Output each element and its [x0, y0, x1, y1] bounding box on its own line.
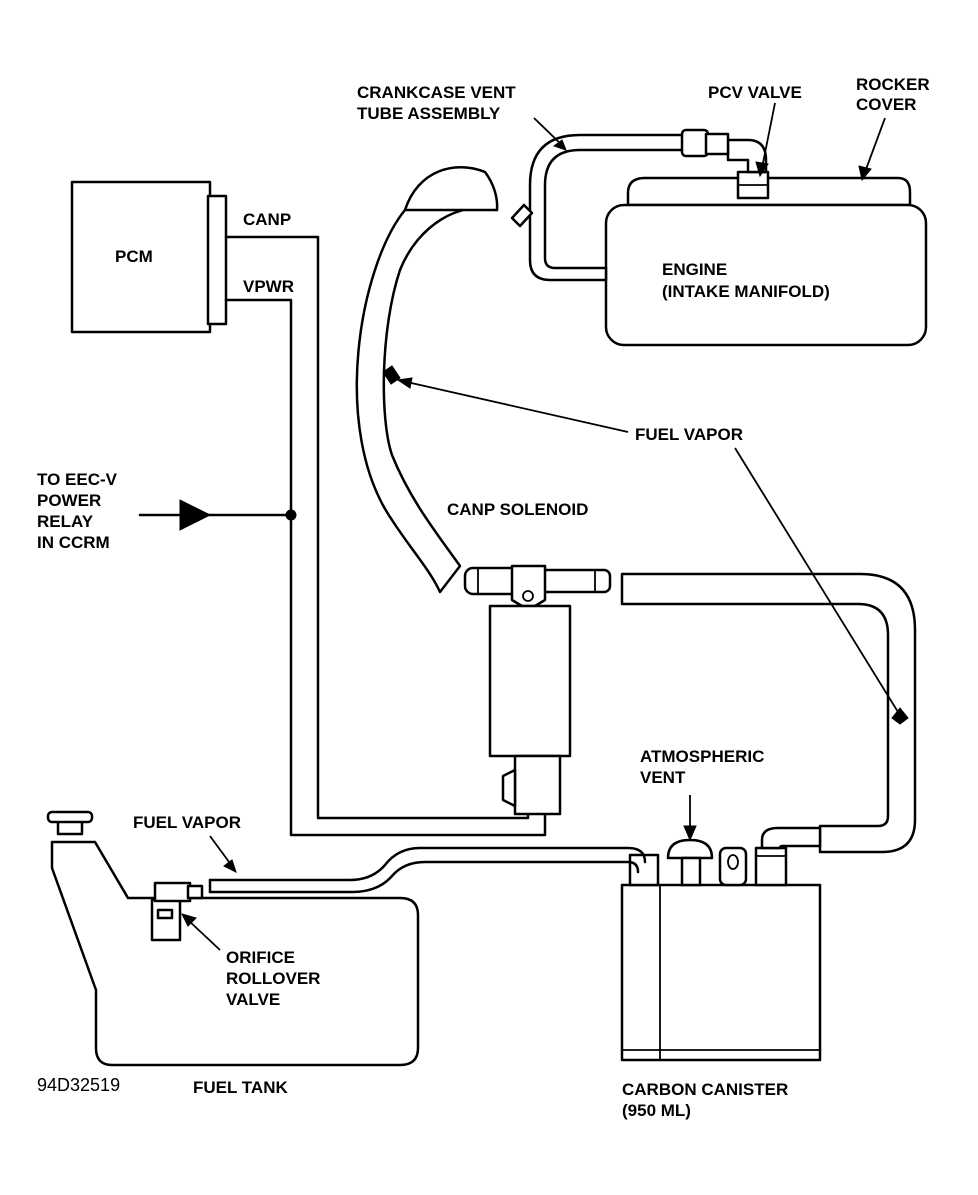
- engine-intake-manifold: [604, 176, 928, 347]
- tank-vapor-line: [208, 846, 647, 894]
- crankcase-vent-tube: [510, 128, 730, 282]
- label-eec-3: RELAY: [37, 512, 94, 531]
- label-canp-wire: CANP: [243, 210, 291, 229]
- label-fuel-vapor-lower: FUEL VAPOR: [133, 813, 241, 832]
- label-canp-solenoid: CANP SOLENOID: [447, 500, 588, 519]
- label-orifice-1: ORIFICE: [226, 948, 295, 967]
- label-atmospheric-1: ATMOSPHERIC: [640, 747, 764, 766]
- purge-hose-lower: [620, 572, 917, 854]
- label-pcm: PCM: [115, 247, 153, 266]
- label-eec-1: TO EEC-V: [37, 470, 118, 489]
- fuel-tank: [46, 810, 420, 1067]
- label-fuel-tank: FUEL TANK: [193, 1078, 288, 1097]
- label-canister-1: CARBON CANISTER: [622, 1080, 788, 1099]
- label-figure-code: 94D32519: [37, 1075, 120, 1095]
- leader-lines: [181, 102, 899, 951]
- label-crankcase-vent-2: TUBE ASSEMBLY: [357, 104, 501, 123]
- pcm-module: [70, 180, 228, 334]
- carbon-canister: [620, 826, 822, 1062]
- label-eec-2: POWER: [37, 491, 101, 510]
- label-engine-2: (INTAKE MANIFOLD): [662, 282, 830, 301]
- label-fuel-vapor-upper: FUEL VAPOR: [635, 425, 743, 444]
- label-orifice-2: ROLLOVER: [226, 969, 320, 988]
- label-atmospheric-2: VENT: [640, 768, 686, 787]
- label-canister-2: (950 ML): [622, 1101, 691, 1120]
- label-crankcase-vent-1: CRANKCASE VENT: [357, 83, 516, 102]
- label-eec-4: IN CCRM: [37, 533, 110, 552]
- label-engine-1: ENGINE: [662, 260, 727, 279]
- label-orifice-3: VALVE: [226, 990, 280, 1009]
- purge-hose-upper: [355, 166, 499, 594]
- label-rocker-2: COVER: [856, 95, 916, 114]
- canp-solenoid: [463, 564, 612, 816]
- label-rocker-1: ROCKER: [856, 75, 930, 94]
- label-vpwr-wire: VPWR: [243, 277, 294, 296]
- label-pcv-valve: PCV VALVE: [708, 83, 802, 102]
- pcm-wiring: [138, 235, 547, 837]
